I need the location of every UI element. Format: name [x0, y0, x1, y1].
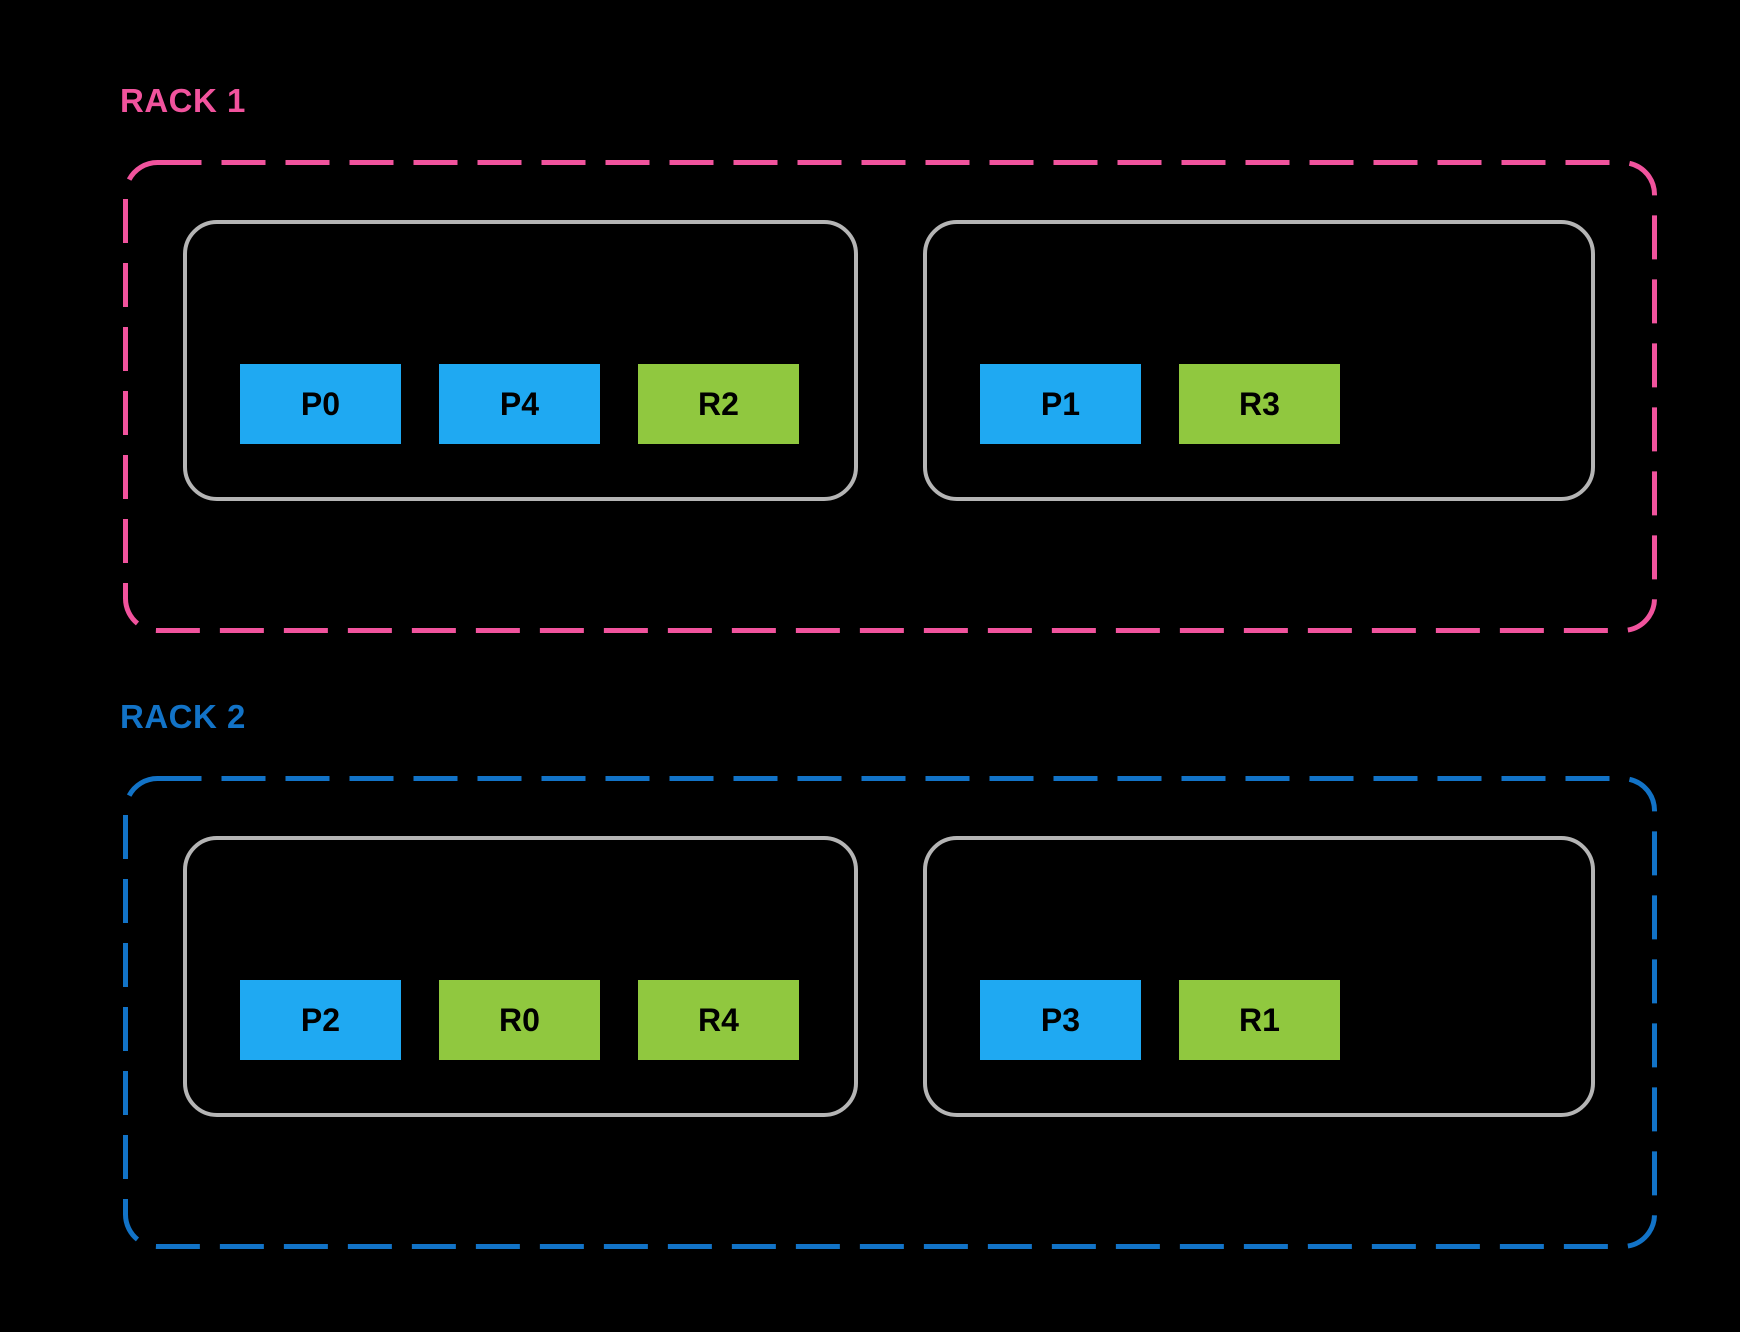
rack-1-dashed-border	[123, 160, 1657, 633]
shard-block: P1	[980, 364, 1141, 444]
rack-1-node-2: P1 R3	[923, 220, 1595, 501]
rack-2-dashed-border	[123, 776, 1657, 1249]
rack-1-node-1: P0 P4 R2	[183, 220, 858, 501]
shard-block: P4	[439, 364, 600, 444]
shard-block: P2	[240, 980, 401, 1060]
shard-block: R4	[638, 980, 799, 1060]
rack-2-boundary: P2 R0 R4 P3 R1	[123, 776, 1657, 1249]
shard-block: R2	[638, 364, 799, 444]
shard-block: R3	[1179, 364, 1340, 444]
rack-1-boundary: P0 P4 R2 P1 R3	[123, 160, 1657, 633]
shard-block: P3	[980, 980, 1141, 1060]
rack-2-node-1: P2 R0 R4	[183, 836, 858, 1117]
shard-block: R0	[439, 980, 600, 1060]
shard-block: P0	[240, 364, 401, 444]
shard-block: R1	[1179, 980, 1340, 1060]
rack-2-label: RACK 2	[120, 698, 246, 735]
rack-2-node-2: P3 R1	[923, 836, 1595, 1117]
rack-1-label: RACK 1	[120, 82, 246, 119]
